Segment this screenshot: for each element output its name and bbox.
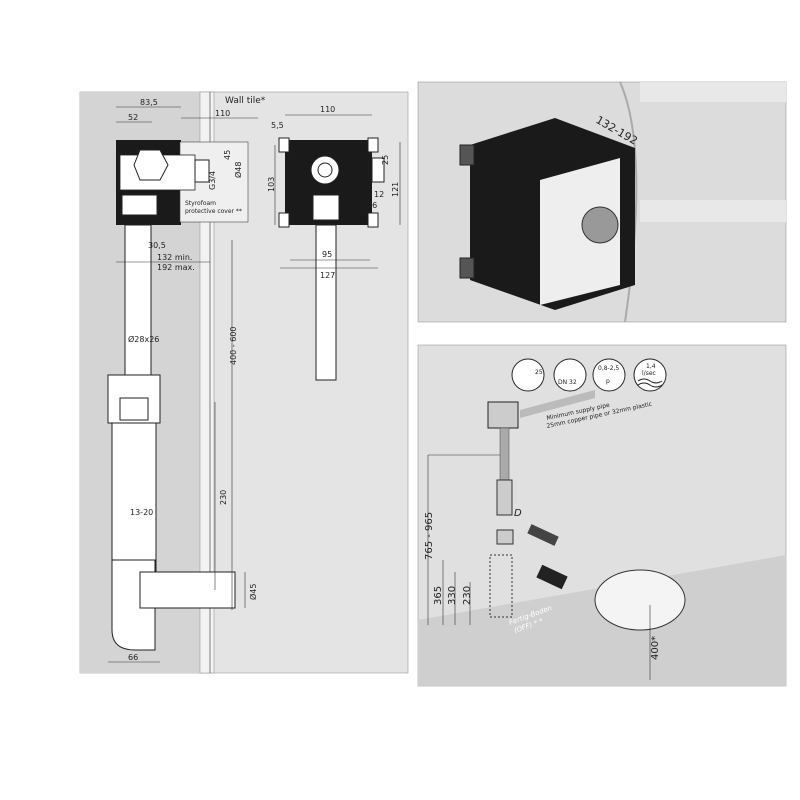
connection-size-icon: 25 xyxy=(511,358,545,392)
dim-12: 12 xyxy=(374,190,384,199)
dim-52: 52 xyxy=(128,113,138,122)
dim-132-min: 132 min. xyxy=(157,253,192,262)
dim-d48: Ø48 xyxy=(233,162,243,178)
dim-330: 330 xyxy=(447,586,458,605)
flow-rate-icon: 1,4 l/sec xyxy=(633,358,667,392)
icon-dn-label: DN 32 xyxy=(558,379,577,386)
dim-192-max: 192 max. xyxy=(157,263,195,272)
icon-flow-unit: l/sec xyxy=(642,370,656,377)
dim-400-600: 400 - 600 xyxy=(229,326,238,365)
dim-110-front: 110 xyxy=(320,105,335,114)
dim-127: 127 xyxy=(320,271,335,280)
dim-103: 103 xyxy=(267,177,276,192)
dim-121: 121 xyxy=(391,182,400,197)
dim-25: 25 xyxy=(381,155,390,165)
dim-83-5: 83,5 xyxy=(140,98,158,107)
dim-g3-4: G3/4 xyxy=(208,171,217,190)
dim-13-20: 13-20 xyxy=(130,508,153,517)
dim-d45: Ø45 xyxy=(248,584,258,600)
icon-pressure-label: 0,8-2,5 xyxy=(598,365,619,372)
dim-400: 400* xyxy=(650,636,661,660)
dim-30-5: 30,5 xyxy=(148,241,166,250)
dim-95: 95 xyxy=(322,250,332,259)
wall-tile-label: Wall tile* xyxy=(225,96,266,106)
dim-230: 230 xyxy=(219,490,228,505)
dim-45: 45 xyxy=(223,150,232,160)
pipe-diameter-icon: DN 32 xyxy=(553,358,587,392)
icon-flow-label: 1,4 xyxy=(646,363,656,370)
dim-765-965: 765 - 965 xyxy=(424,512,435,560)
urinal-bowl xyxy=(594,569,686,631)
styrofoam-label: Styrofoam xyxy=(185,200,216,207)
dim-110-side: 110 xyxy=(215,109,230,118)
dim-66: 66 xyxy=(128,653,138,662)
dim-5-5: 5,5 xyxy=(271,121,284,130)
icon-pressure-p: p xyxy=(606,378,610,385)
bottom-right-panel: 25 DN 32 0,8-2,5 p 1,4 l/sec Minimum sup… xyxy=(417,344,787,687)
flush-valve-box xyxy=(487,401,519,429)
protective-cover-label: protective cover ** xyxy=(185,208,242,215)
pressure-gauge-icon: 0,8-2,5 p xyxy=(592,358,626,392)
dim-365: 365 xyxy=(433,586,444,605)
dim-d28x26: Ø28x26 xyxy=(128,334,159,344)
icon-size-label: 25 xyxy=(535,369,543,376)
dim-d: D xyxy=(514,508,522,519)
dim-26: 26 xyxy=(367,201,377,210)
dim-230-floor: 230 xyxy=(462,586,473,605)
left-panel: 83,5 52 110 Wall tile* Styrofoam protect… xyxy=(79,91,409,674)
top-right-panel: 132-192 xyxy=(417,81,787,323)
